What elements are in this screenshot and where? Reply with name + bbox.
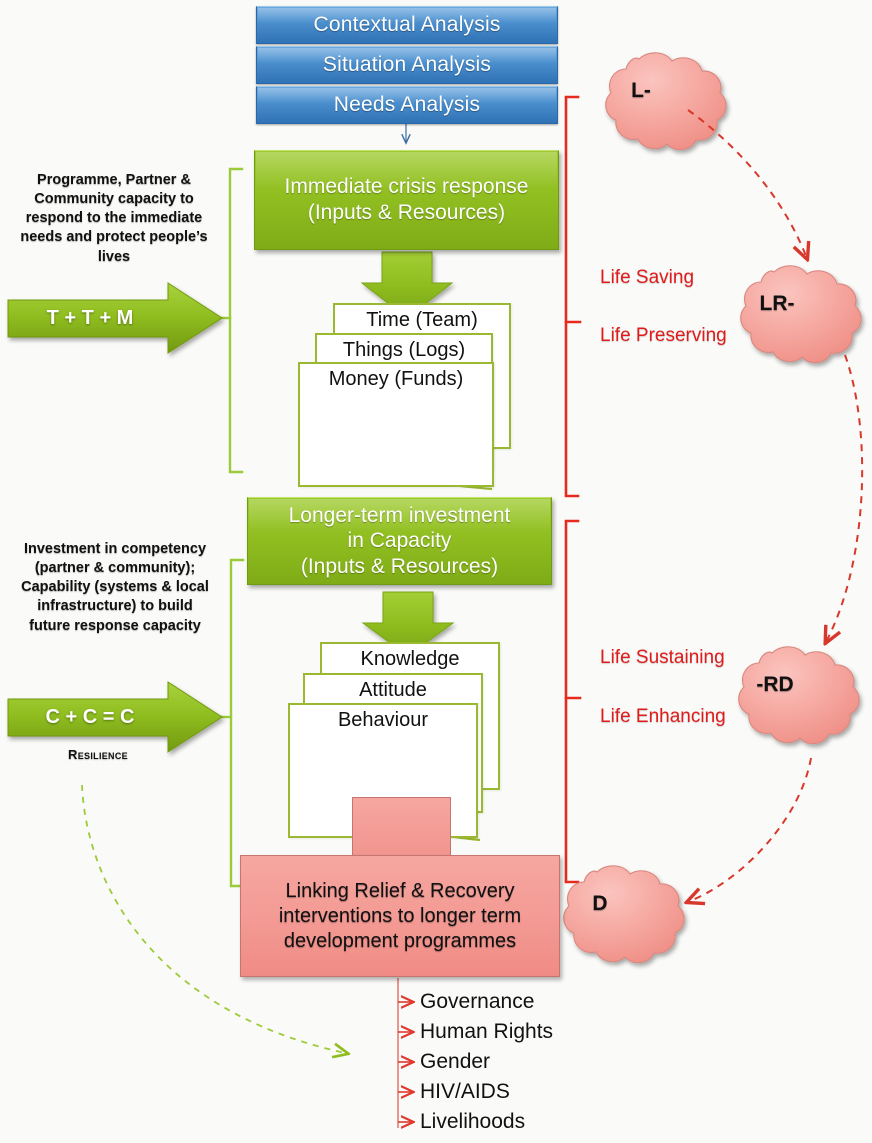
card-label: Knowledge — [360, 648, 460, 670]
flow-L-to-LR — [687, 109, 806, 256]
crosscutting-item-gender[interactable]: Gender — [420, 1050, 491, 1073]
cloud-label-D: D — [592, 892, 608, 915]
side-text-immediate: Programme, Partner & Community capacity … — [20, 172, 208, 265]
red-label-life-preserving: Life Preserving — [600, 325, 727, 346]
flow-LR-to-RD — [827, 354, 864, 640]
linking-box-tab — [352, 797, 451, 859]
crosscutting-item-human-rights[interactable]: Human Rights — [420, 1020, 554, 1043]
analysis-box-contextual[interactable]: Contextual Analysis — [256, 6, 558, 44]
arrow-label-ccc: C + C = C — [45, 706, 135, 728]
green-bracket-upper — [219, 167, 244, 474]
red-bracket-upper — [564, 95, 582, 498]
cloud-label-L: L- — [631, 79, 651, 102]
cloud-label-LR: LR- — [759, 292, 795, 315]
phase-box-immediate-crisis-response[interactable]: Immediate crisis response (Inputs & Reso… — [254, 150, 559, 250]
card-label: Time (Team) — [366, 309, 478, 331]
phase-title-line2: in Capacity — [347, 529, 452, 553]
card-label: Attitude — [359, 679, 427, 701]
card-label: Behaviour — [337, 709, 429, 731]
analysis-box-label: Contextual Analysis — [313, 13, 501, 36]
crosscutting-item-governance[interactable]: Governance — [420, 990, 535, 1013]
crosscutting-connector — [397, 978, 412, 1128]
red-label-life-saving: Life Saving — [600, 267, 695, 288]
card-money-funds[interactable]: Money (Funds) — [298, 362, 494, 487]
red-bracket-lower — [564, 519, 582, 884]
linking-line1: Linking Relief & Recovery — [285, 879, 515, 902]
crosscutting-item-hiv-aids[interactable]: HIV/AIDS — [420, 1080, 510, 1103]
arrow-sublabel-resilience: Resilience — [68, 747, 128, 762]
phase-title-line1: Immediate crisis response — [284, 175, 529, 199]
red-label-life-sustaining: Life Sustaining — [600, 647, 725, 668]
green-bracket-lower — [219, 558, 245, 888]
crosscutting-item-livelihoods[interactable]: Livelihoods — [420, 1110, 526, 1133]
cloud-label-RD: -RD — [756, 673, 794, 696]
analysis-box-needs[interactable]: Needs Analysis — [256, 86, 558, 124]
arrow-label-ttm: T + T + M — [46, 307, 134, 329]
analysis-box-situation[interactable]: Situation Analysis — [256, 46, 558, 84]
red-label-life-enhancing: Life Enhancing — [600, 706, 726, 727]
flow-RD-to-D — [690, 757, 812, 901]
phase-title-line2: (Inputs & Resources) — [307, 201, 506, 224]
card-label: Things (Logs) — [342, 339, 466, 361]
linking-relief-recovery-box[interactable]: Linking Relief & Recovery interventions … — [240, 855, 560, 977]
analysis-box-label: Situation Analysis — [322, 53, 492, 76]
linking-line2: interventions to longer term — [278, 904, 522, 927]
side-text-longer-term: Investment in competency (partner & comm… — [21, 541, 209, 634]
phase-box-longer-term-investment[interactable]: Longer-term investment in Capacity (Inpu… — [247, 497, 552, 585]
phase-title-line1: Longer-term investment — [288, 503, 511, 527]
analysis-box-label: Needs Analysis — [333, 93, 481, 116]
phase-title-line3: (Inputs & Resources) — [300, 554, 499, 578]
card-label: Money (Funds) — [328, 368, 464, 390]
linking-line3: development programmes — [283, 929, 517, 952]
